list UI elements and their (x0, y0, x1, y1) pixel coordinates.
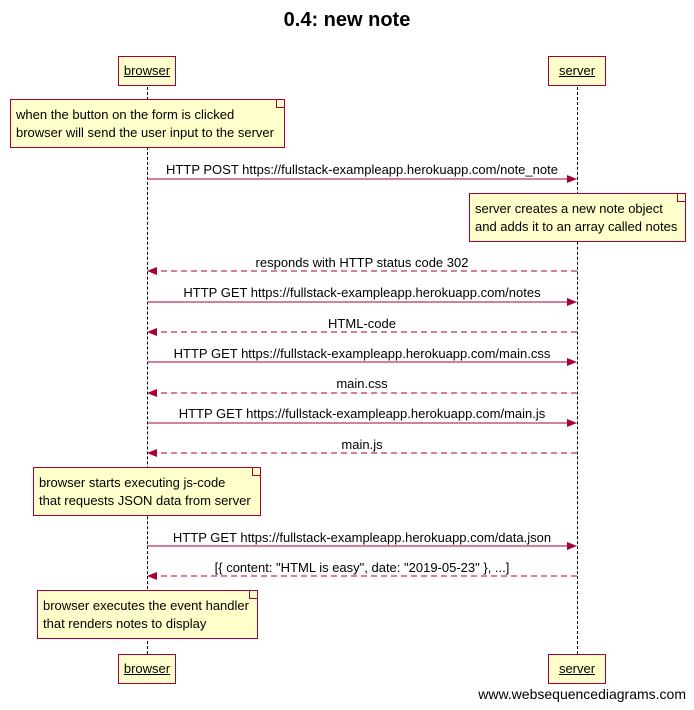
message-label-2: responds with HTTP status code 302 (255, 255, 469, 270)
note-fold (276, 99, 285, 108)
note-line: browser executes the event handler (43, 598, 249, 613)
note-line: server creates a new note object (475, 201, 663, 216)
message-label-4: HTML-code (328, 316, 396, 331)
note-server-creates: server creates a new note object and add… (469, 193, 686, 242)
note-fold (249, 590, 258, 599)
arrowhead (567, 419, 577, 427)
watermark: www.websequencediagrams.com (478, 686, 686, 702)
arrowhead (567, 175, 577, 183)
diagram-title: 0.4: new note (283, 9, 411, 31)
arrowhead (147, 449, 157, 457)
message-label-1: HTTP POST https://fullstack-exampleapp.h… (166, 162, 558, 177)
participant-browser-bottom: browser (118, 654, 176, 684)
arrowhead (567, 298, 577, 306)
participant-server-bottom: server (548, 654, 606, 684)
note-form-submit: when the button on the form is clicked b… (10, 99, 285, 148)
participant-browser-top: browser (118, 56, 176, 86)
note-event-handler: browser executes the event handler that … (37, 590, 258, 639)
message-label-5: HTTP GET https://fullstack-exampleapp.he… (173, 346, 551, 361)
participant-server-top: server (548, 56, 606, 86)
note-line: when the button on the form is clicked (16, 107, 235, 122)
note-fold (252, 467, 261, 476)
message-label-3: HTTP GET https://fullstack-exampleapp.he… (183, 285, 541, 300)
note-line: and adds it to an array called notes (475, 219, 678, 234)
note-browser-executes-js: browser starts executing js-code that re… (33, 467, 261, 516)
note-fold (677, 193, 686, 202)
message-label-10: [{ content: "HTML is easy", date: "2019-… (214, 560, 510, 575)
arrowhead (567, 358, 577, 366)
message-label-7: HTTP GET https://fullstack-exampleapp.he… (178, 406, 546, 421)
browser-lifeline (147, 87, 148, 654)
note-line: that requests JSON data from server (39, 493, 251, 508)
arrowhead (147, 389, 157, 397)
arrowhead (147, 328, 157, 336)
message-label-6: main.css (336, 376, 388, 391)
note-line: browser starts executing js-code (39, 475, 226, 490)
arrowhead (147, 572, 157, 580)
arrowhead (567, 542, 577, 550)
message-label-9: HTTP GET https://fullstack-exampleapp.he… (172, 530, 552, 545)
message-label-8: main.js (341, 437, 383, 452)
note-line: that renders notes to display (43, 616, 207, 631)
note-line: browser will send the user input to the … (16, 125, 274, 140)
arrowhead (147, 267, 157, 275)
server-lifeline (577, 87, 578, 654)
